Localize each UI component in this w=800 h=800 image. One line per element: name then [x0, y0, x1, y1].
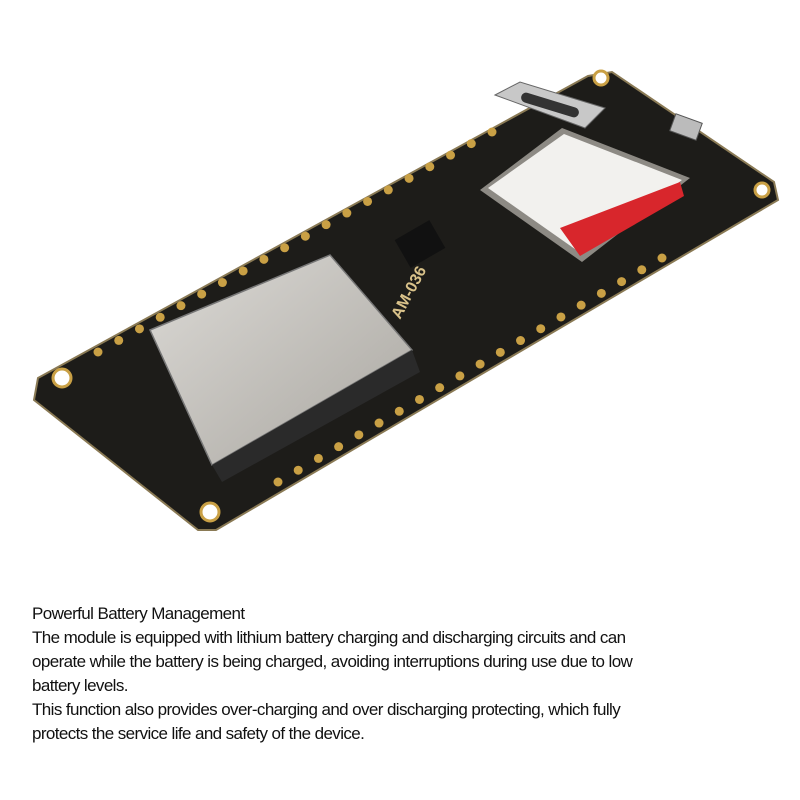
header-pin	[425, 162, 435, 172]
header-pin	[354, 430, 364, 440]
header-pin	[300, 231, 310, 241]
header-pin	[155, 312, 165, 322]
header-pins	[93, 127, 667, 487]
header-pin	[536, 324, 546, 334]
header-pin	[487, 127, 497, 137]
header-pin	[363, 196, 373, 206]
header-pin	[342, 208, 352, 218]
header-pin	[197, 289, 207, 299]
header-pin	[455, 371, 465, 381]
header-pin	[259, 254, 269, 264]
chip	[394, 220, 446, 268]
usb-c-connector	[493, 81, 606, 129]
header-pin	[394, 406, 404, 416]
reset-button	[669, 113, 703, 141]
product-description: Powerful Battery Management The module i…	[32, 602, 792, 746]
header-pin	[134, 324, 144, 334]
header-pin	[466, 139, 476, 149]
description-line: battery levels.	[32, 676, 128, 695]
header-pin	[637, 265, 647, 275]
header-pin	[556, 312, 566, 322]
header-pin	[576, 300, 586, 310]
rf-shield-module	[148, 254, 420, 482]
cellular-module	[480, 128, 690, 262]
header-pin	[495, 347, 505, 357]
description-title: Powerful Battery Management	[32, 604, 245, 623]
header-pin	[475, 359, 485, 369]
header-pin	[404, 173, 414, 183]
header-pin	[374, 418, 384, 428]
header-pin	[217, 278, 227, 288]
header-pin	[321, 220, 331, 230]
header-pin	[516, 336, 526, 346]
header-pin	[176, 301, 186, 311]
header-pin	[93, 347, 103, 357]
description-line: protects the service life and safety of …	[32, 724, 365, 743]
description-line: This function also provides over-chargin…	[32, 700, 621, 719]
header-pin	[293, 465, 303, 475]
header-pin	[657, 253, 667, 263]
header-pin	[334, 442, 344, 452]
header-pin	[313, 453, 323, 463]
product-photo-pcb-board: AM-036	[32, 69, 780, 531]
description-line: operate while the battery is being charg…	[32, 652, 633, 671]
header-pin	[414, 394, 424, 404]
header-pin	[446, 150, 456, 160]
header-pin	[617, 277, 627, 287]
description-line: The module is equipped with lithium batt…	[32, 628, 626, 647]
header-pin	[280, 243, 290, 253]
header-pin	[273, 477, 283, 487]
header-pin	[114, 335, 124, 345]
header-pin	[435, 383, 445, 393]
header-pin	[238, 266, 248, 276]
header-pin	[383, 185, 393, 195]
header-pin	[596, 288, 606, 298]
